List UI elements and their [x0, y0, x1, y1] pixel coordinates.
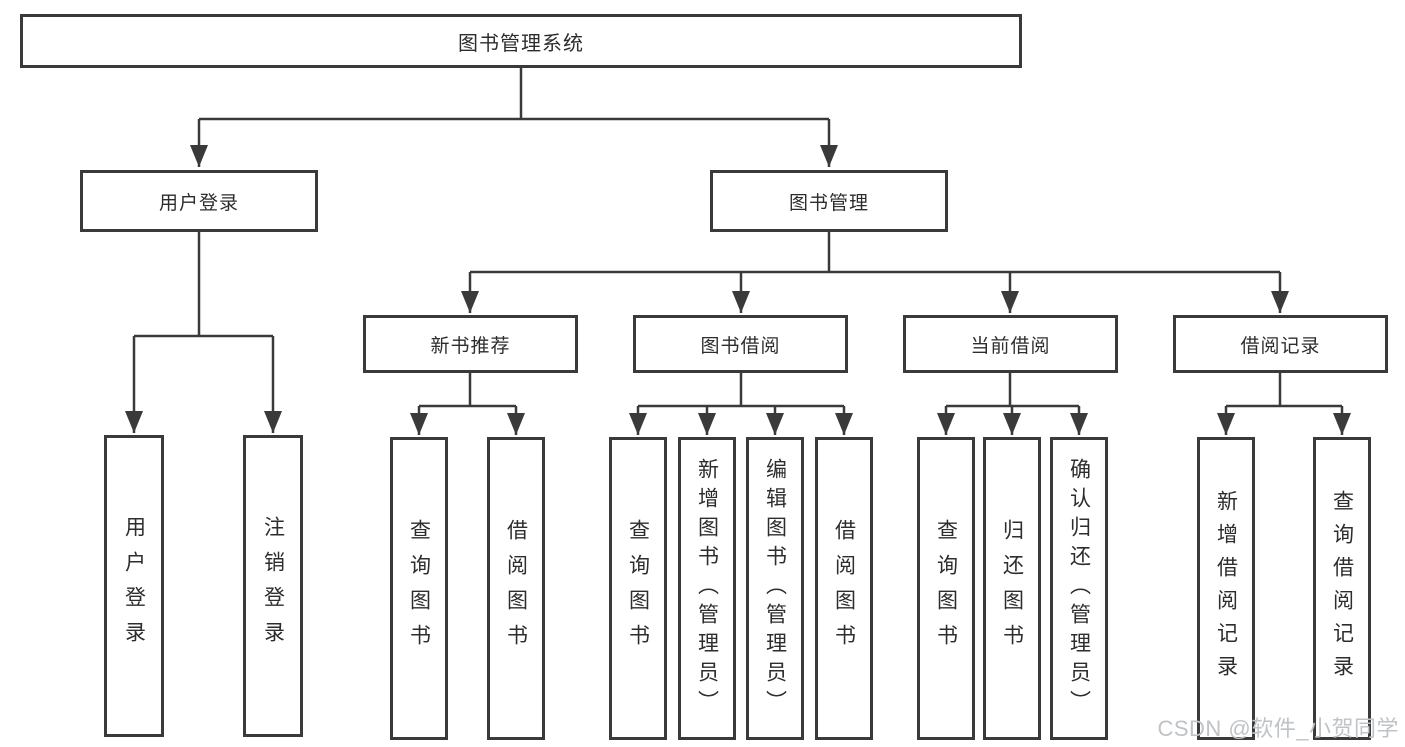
node-label: 编辑图书（管理员）	[763, 458, 787, 719]
node-label: 查询图书	[934, 518, 958, 659]
node-new-book-recommend: 新书推荐	[363, 315, 578, 373]
leaf-records-add-borrow-record: 新增借阅记录	[1197, 437, 1255, 740]
connector-current-split	[946, 373, 1079, 408]
connector-root-split	[199, 68, 829, 121]
leaf-borrow-edit-books-admin: 编辑图书（管理员）	[746, 437, 804, 740]
connector-recommend-split	[419, 373, 516, 408]
leaf-current-return-books: 归还图书	[983, 437, 1041, 740]
node-label: 归还图书	[1000, 518, 1024, 659]
node-label: 图书管理	[788, 192, 869, 214]
node-library-management-system: 图书管理系统	[20, 14, 1022, 68]
node-label: 查询图书	[626, 518, 650, 659]
node-current-borrow: 当前借阅	[903, 315, 1118, 373]
node-label: 注销登录	[261, 516, 285, 656]
node-label: 确认归还（管理员）	[1067, 458, 1091, 719]
leaf-borrow-add-books-admin: 新增图书（管理员）	[678, 437, 736, 740]
node-label: 新书推荐	[430, 335, 511, 357]
leaf-recommend-query-books: 查询图书	[390, 437, 448, 740]
leaf-borrow-borrow-books: 借阅图书	[815, 437, 873, 740]
node-label: 借阅图书	[832, 518, 856, 659]
node-label: 新增图书（管理员）	[695, 458, 719, 719]
node-book-management: 图书管理	[710, 170, 948, 232]
leaf-current-query-books: 查询图书	[917, 437, 975, 740]
node-label: 用户登录	[158, 192, 239, 214]
node-label: 图书借阅	[700, 335, 781, 357]
node-user-login: 用户登录	[80, 170, 318, 232]
node-label: 借阅图书	[504, 518, 528, 659]
node-book-borrow: 图书借阅	[633, 315, 848, 373]
leaf-user-login: 用户登录	[104, 435, 164, 737]
connector-mgmt-split	[470, 232, 1280, 274]
connector-records-split	[1226, 373, 1342, 408]
csdn-watermark: CSDN @软件_小贺同学	[1157, 716, 1399, 741]
node-borrow-records: 借阅记录	[1173, 315, 1388, 373]
leaf-current-confirm-return-admin: 确认归还（管理员）	[1050, 437, 1108, 740]
node-label: 新增借阅记录	[1214, 489, 1238, 688]
connector-login-split	[134, 232, 273, 338]
leaf-logout: 注销登录	[243, 435, 303, 737]
node-label: 查询借阅记录	[1330, 489, 1354, 688]
connector-borrow-split	[638, 373, 844, 408]
node-label: 用户登录	[122, 516, 146, 656]
node-label: 图书管理系统	[458, 32, 584, 55]
leaf-recommend-borrow-books: 借阅图书	[487, 437, 545, 740]
leaf-borrow-query-books: 查询图书	[609, 437, 667, 740]
node-label: 查询图书	[407, 518, 431, 659]
leaf-records-query-borrow-record: 查询借阅记录	[1313, 437, 1371, 740]
node-label: 借阅记录	[1240, 335, 1321, 357]
node-label: 当前借阅	[970, 335, 1051, 357]
